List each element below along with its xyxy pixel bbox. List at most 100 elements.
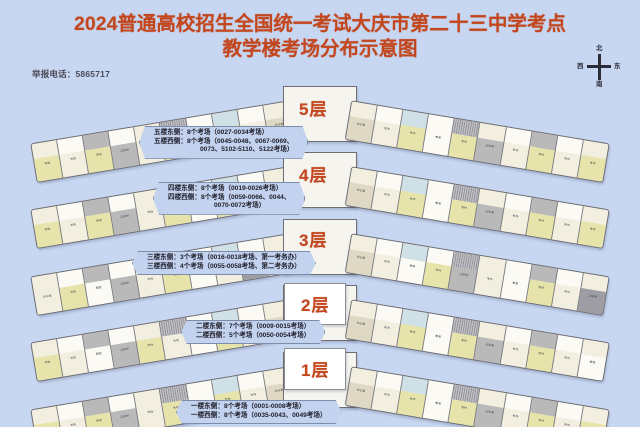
room-tag: 考场 xyxy=(409,196,416,202)
floor-2-info-line-1: 二楼东侧：7个考场（0009-0015考场） xyxy=(196,323,311,330)
floor-4-east-wing: 办公室 考场 考场 教室 考场 卫生间 考场 考场 考场 考场 xyxy=(344,166,610,249)
room-tag: 考场 xyxy=(69,355,77,361)
room-cell: 卫生间 xyxy=(111,207,141,235)
room-tag: 办公室 xyxy=(356,121,366,127)
room-cell: 考场 xyxy=(577,220,607,248)
room-tag: 考场 xyxy=(147,409,154,415)
room-tag: 考场 xyxy=(69,156,77,162)
room-cell: 考场 xyxy=(33,353,64,381)
room-tag: 卫生间 xyxy=(119,147,130,153)
room-cell: 考场 xyxy=(551,150,582,178)
room-tag: 考场 xyxy=(435,267,442,273)
room-tag: 教室 xyxy=(435,200,442,206)
room-cell: 办公室 xyxy=(345,315,376,343)
room-cell: 卫生间 xyxy=(448,266,479,294)
room-tag: 考场 xyxy=(538,417,545,423)
room-cell: 考场 xyxy=(448,332,479,360)
room-tag: 教室 xyxy=(409,263,416,269)
room-tag: 考场 xyxy=(563,156,571,162)
room-cell: 考场 xyxy=(448,133,479,161)
room-cell: 办公室 xyxy=(345,382,376,410)
room-tag: 考场 xyxy=(563,422,571,427)
room-tag: 考场 xyxy=(460,337,468,343)
floor-4-info-line-2: 四楼西侧：8个考场（0059-0066、0044、 xyxy=(168,193,291,201)
room-cell: 考场 xyxy=(59,150,90,178)
room-cell: 考场 xyxy=(371,253,402,281)
room-tag: 考场 xyxy=(95,217,102,223)
floor-1-info-line-2: 一楼西侧：8个考场（0035-0043、0049考场） xyxy=(191,411,327,419)
room-cell: 卫生间 xyxy=(474,137,505,165)
floor-5-info-line-1: 五楼东侧：8个考场（0027-0034考场） xyxy=(154,129,269,136)
room-cell: 办公室 xyxy=(345,116,376,144)
room-tag: 考场 xyxy=(512,346,519,352)
room-tag: 教室 xyxy=(95,284,102,290)
floor-1-info-line-1: 一楼东侧：8个考场（0001-0008考场） xyxy=(191,403,306,410)
room-cell: 考场 xyxy=(59,349,90,377)
room-tag: 考场 xyxy=(538,151,545,157)
floor-2-info: 二楼东侧：7个考场（0009-0015考场） 二楼西侧：5个考场（0050-00… xyxy=(181,320,325,344)
room-tag: 考场 xyxy=(512,147,519,153)
compass-label-south: 南 xyxy=(596,81,603,88)
room-cell: 考场 xyxy=(136,336,167,364)
room-tag: 考场 xyxy=(563,355,571,361)
report-phone-text: 举报电话：5865717 xyxy=(32,69,110,79)
room-tag: 办公室 xyxy=(356,187,366,193)
room-cell: 卫生间 xyxy=(474,203,505,231)
room-cell: 卫生间 xyxy=(111,141,141,169)
title-line-1: 2024普通高校招生全国统一考试大庆市第二十三中学考点 xyxy=(74,13,566,35)
room-cell: 考场 xyxy=(551,283,582,311)
room-tag: 卫生间 xyxy=(588,293,598,299)
room-cell: 考场 xyxy=(85,212,115,240)
room-tag: 考场 xyxy=(512,213,519,219)
room-tag: 教室 xyxy=(435,134,442,140)
room-cell: 考场 xyxy=(397,323,427,351)
room-tag: 考场 xyxy=(460,404,468,410)
room-tag: 考场 xyxy=(383,126,390,131)
room-tag: 考场 xyxy=(249,392,257,397)
floor-5-east-wing: 办公室 考场 考场 教室 考场 卫生间 考场 考场 考场 考场 xyxy=(344,100,610,183)
compass-horizontal-bar xyxy=(587,65,611,68)
room-cell: 考场 xyxy=(526,345,556,373)
room-cell: 考场 xyxy=(59,216,90,244)
room-cell: 考场 xyxy=(500,142,530,170)
room-tag: 卫生间 xyxy=(119,413,130,419)
room-cell: 考场 xyxy=(371,386,402,414)
room-tag: 考场 xyxy=(460,204,468,210)
room-cell: 办公室 xyxy=(33,287,64,315)
room-cell: 考场 xyxy=(371,186,402,214)
floor-3-label: 3层 xyxy=(299,231,328,250)
room-tag: 考场 xyxy=(563,289,571,295)
floor-4-info-line-3: 0070-0072考场） xyxy=(214,202,266,210)
room-tag: 考场 xyxy=(589,226,596,232)
room-tag: 教室 xyxy=(435,400,442,406)
room-tag: 教室 xyxy=(435,333,442,339)
room-cell: 教室 xyxy=(85,279,115,307)
room-tag: 考场 xyxy=(589,160,596,166)
room-cell: 考场 xyxy=(371,319,402,347)
room-tag: 考场 xyxy=(486,276,493,282)
room-tag: 考场 xyxy=(147,342,154,348)
room-tag: 卫生间 xyxy=(119,346,130,352)
room-cell: 教室 xyxy=(423,195,453,223)
room-tag: 考场 xyxy=(409,329,416,335)
room-cell: 考场 xyxy=(136,403,167,427)
floor-5-info-line-3: 0073、5102-5110、5122考场） xyxy=(200,146,294,154)
room-cell: 考场 xyxy=(59,283,90,311)
compass-label-east: 东 xyxy=(614,63,621,70)
room-cell: 教室 xyxy=(500,275,530,303)
room-cell: 考场 xyxy=(500,208,530,236)
room-cell: 考场 xyxy=(551,216,582,244)
floor-3-east-wing: 办公室 考场 教室 考场 卫生间 考场 教室 考场 考场 卫生间 xyxy=(344,233,610,316)
room-cell: 教室 xyxy=(423,328,453,356)
room-tag: 办公室 xyxy=(356,387,366,393)
compass-icon: 北 南 西 东 xyxy=(576,44,622,90)
room-cell: 考场 xyxy=(423,262,453,290)
room-tag: 教室 xyxy=(512,280,519,286)
room-cell: 考场 xyxy=(371,120,402,148)
room-cell: 考场 xyxy=(474,270,505,298)
room-tag: 考场 xyxy=(383,192,390,197)
room-tag: 卫生间 xyxy=(119,213,130,219)
room-tag: 考场 xyxy=(538,217,545,223)
room-tag: 教室 xyxy=(95,350,102,356)
room-cell: 教室 xyxy=(85,345,115,373)
